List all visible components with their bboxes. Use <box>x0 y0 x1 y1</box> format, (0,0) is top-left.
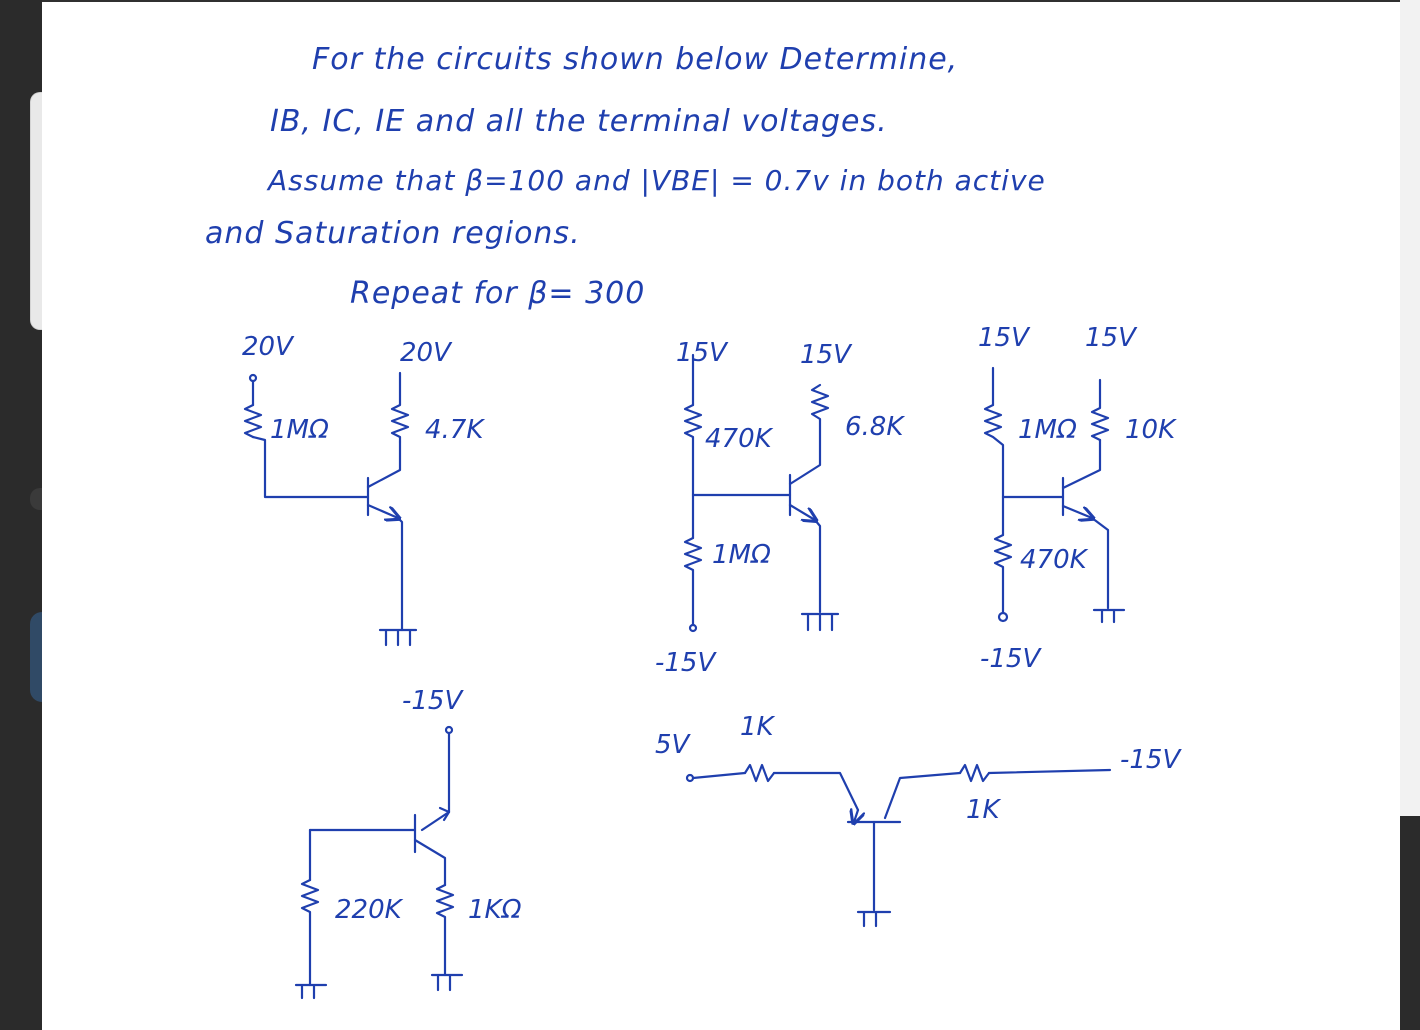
circuit-1 <box>243 371 418 647</box>
resistor-470k <box>683 403 703 497</box>
resistor-1k-out <box>958 763 991 783</box>
right-background-strip <box>1400 0 1420 1030</box>
resistor-1m-3 <box>983 403 1005 499</box>
c1-supply-collector: 20V <box>400 338 451 368</box>
resistor-470k-2 <box>993 533 1013 614</box>
c3-r-top-label: 1MΩ <box>1018 415 1077 445</box>
c2-rc-label: 6.8K <box>845 412 904 442</box>
ground-1 <box>378 628 418 647</box>
resistor-1k-in <box>743 763 776 783</box>
ground-4a <box>294 983 328 1000</box>
resistor-1m-2 <box>683 536 703 627</box>
c2-supply-collector: 15V <box>800 340 851 370</box>
resistor-220k <box>300 878 320 987</box>
circuit-2 <box>683 353 840 633</box>
c5-r-out-label: 1K <box>966 795 1000 825</box>
top-border <box>42 0 1400 2</box>
c3-r-bottom-label: 470K <box>1020 545 1087 575</box>
c1-rc-label: 4.7K <box>425 415 484 445</box>
c4-supply: -15V <box>402 686 463 716</box>
c5-input-label: 5V <box>655 730 690 760</box>
c3-supply-bottom: -15V <box>980 644 1041 674</box>
ground-4b <box>430 973 464 992</box>
resistor-1m <box>243 403 263 439</box>
c5-r-in-label: 1K <box>740 712 774 742</box>
c4-rc-label: 1KΩ <box>468 895 522 925</box>
circuit-3 <box>983 366 1126 624</box>
c4-rb-label: 220K <box>335 895 402 925</box>
c2-r-top-label: 470K <box>705 424 772 454</box>
c5-supply-label: -15V <box>1120 745 1181 775</box>
background-card-edge <box>30 92 42 330</box>
ground-3 <box>1092 608 1126 624</box>
problem-line-5: Repeat for β= 300 <box>350 276 646 311</box>
problem-line-2: IB, IC, IE and all the terminal voltages… <box>270 104 888 139</box>
resistor-1k-4 <box>435 883 455 977</box>
c2-supply-bottom: -15V <box>655 648 716 678</box>
right-dark-area <box>1400 816 1420 1030</box>
problem-line-3: Assume that β=100 and |VBE| = 0.7v in bo… <box>268 164 1046 197</box>
c2-supply-top: 15V <box>676 338 727 368</box>
c3-supply-top: 15V <box>978 323 1029 353</box>
resistor-4k7 <box>390 371 410 444</box>
c3-rc-label: 10K <box>1125 415 1176 445</box>
resistor-6k8 <box>810 383 830 422</box>
circuit-5 <box>685 763 1112 928</box>
resistor-10k <box>1090 378 1110 442</box>
circuit-4 <box>294 725 464 1000</box>
background-element <box>30 488 42 510</box>
problem-line-1: For the circuits shown below Determine, <box>312 42 959 77</box>
worksheet-image <box>42 0 1400 1030</box>
problem-line-4: and Saturation regions. <box>205 216 581 251</box>
c2-r-bottom-label: 1MΩ <box>712 540 771 570</box>
c1-rb-label: 1MΩ <box>270 415 329 445</box>
c1-supply-base: 20V <box>242 332 293 362</box>
c3-supply-collector: 15V <box>1085 323 1136 353</box>
ground-5 <box>856 910 892 928</box>
background-circle <box>30 612 42 702</box>
ground-2 <box>800 612 840 632</box>
